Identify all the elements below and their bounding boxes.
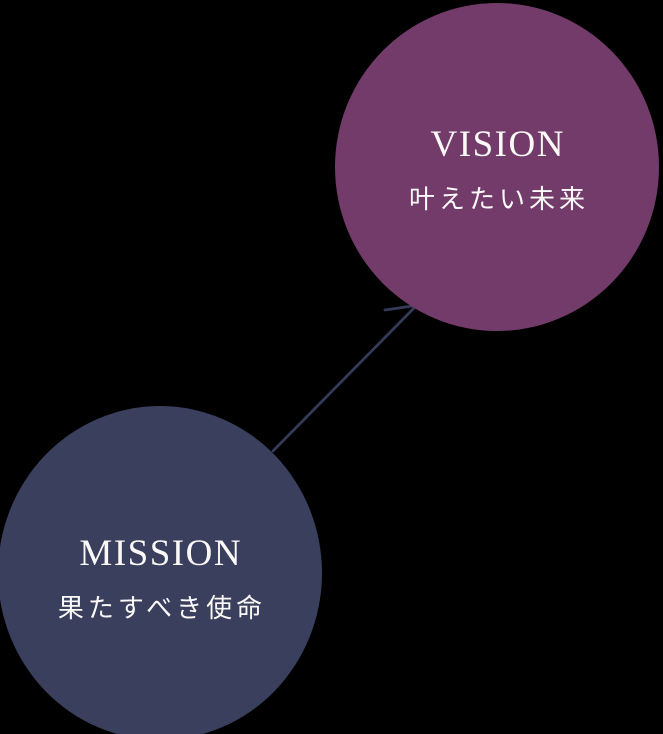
mission-title: MISSION <box>79 532 243 574</box>
mission-circle: MISSION 果たすべき使命 <box>0 406 322 734</box>
vision-circle: VISION 叶えたい未来 <box>335 3 659 331</box>
arrow-shaft <box>271 304 418 453</box>
vision-subtitle: 叶えたい未来 <box>408 184 589 214</box>
vision-title: VISION <box>430 123 565 165</box>
mission-subtitle: 果たすべき使命 <box>57 593 267 623</box>
